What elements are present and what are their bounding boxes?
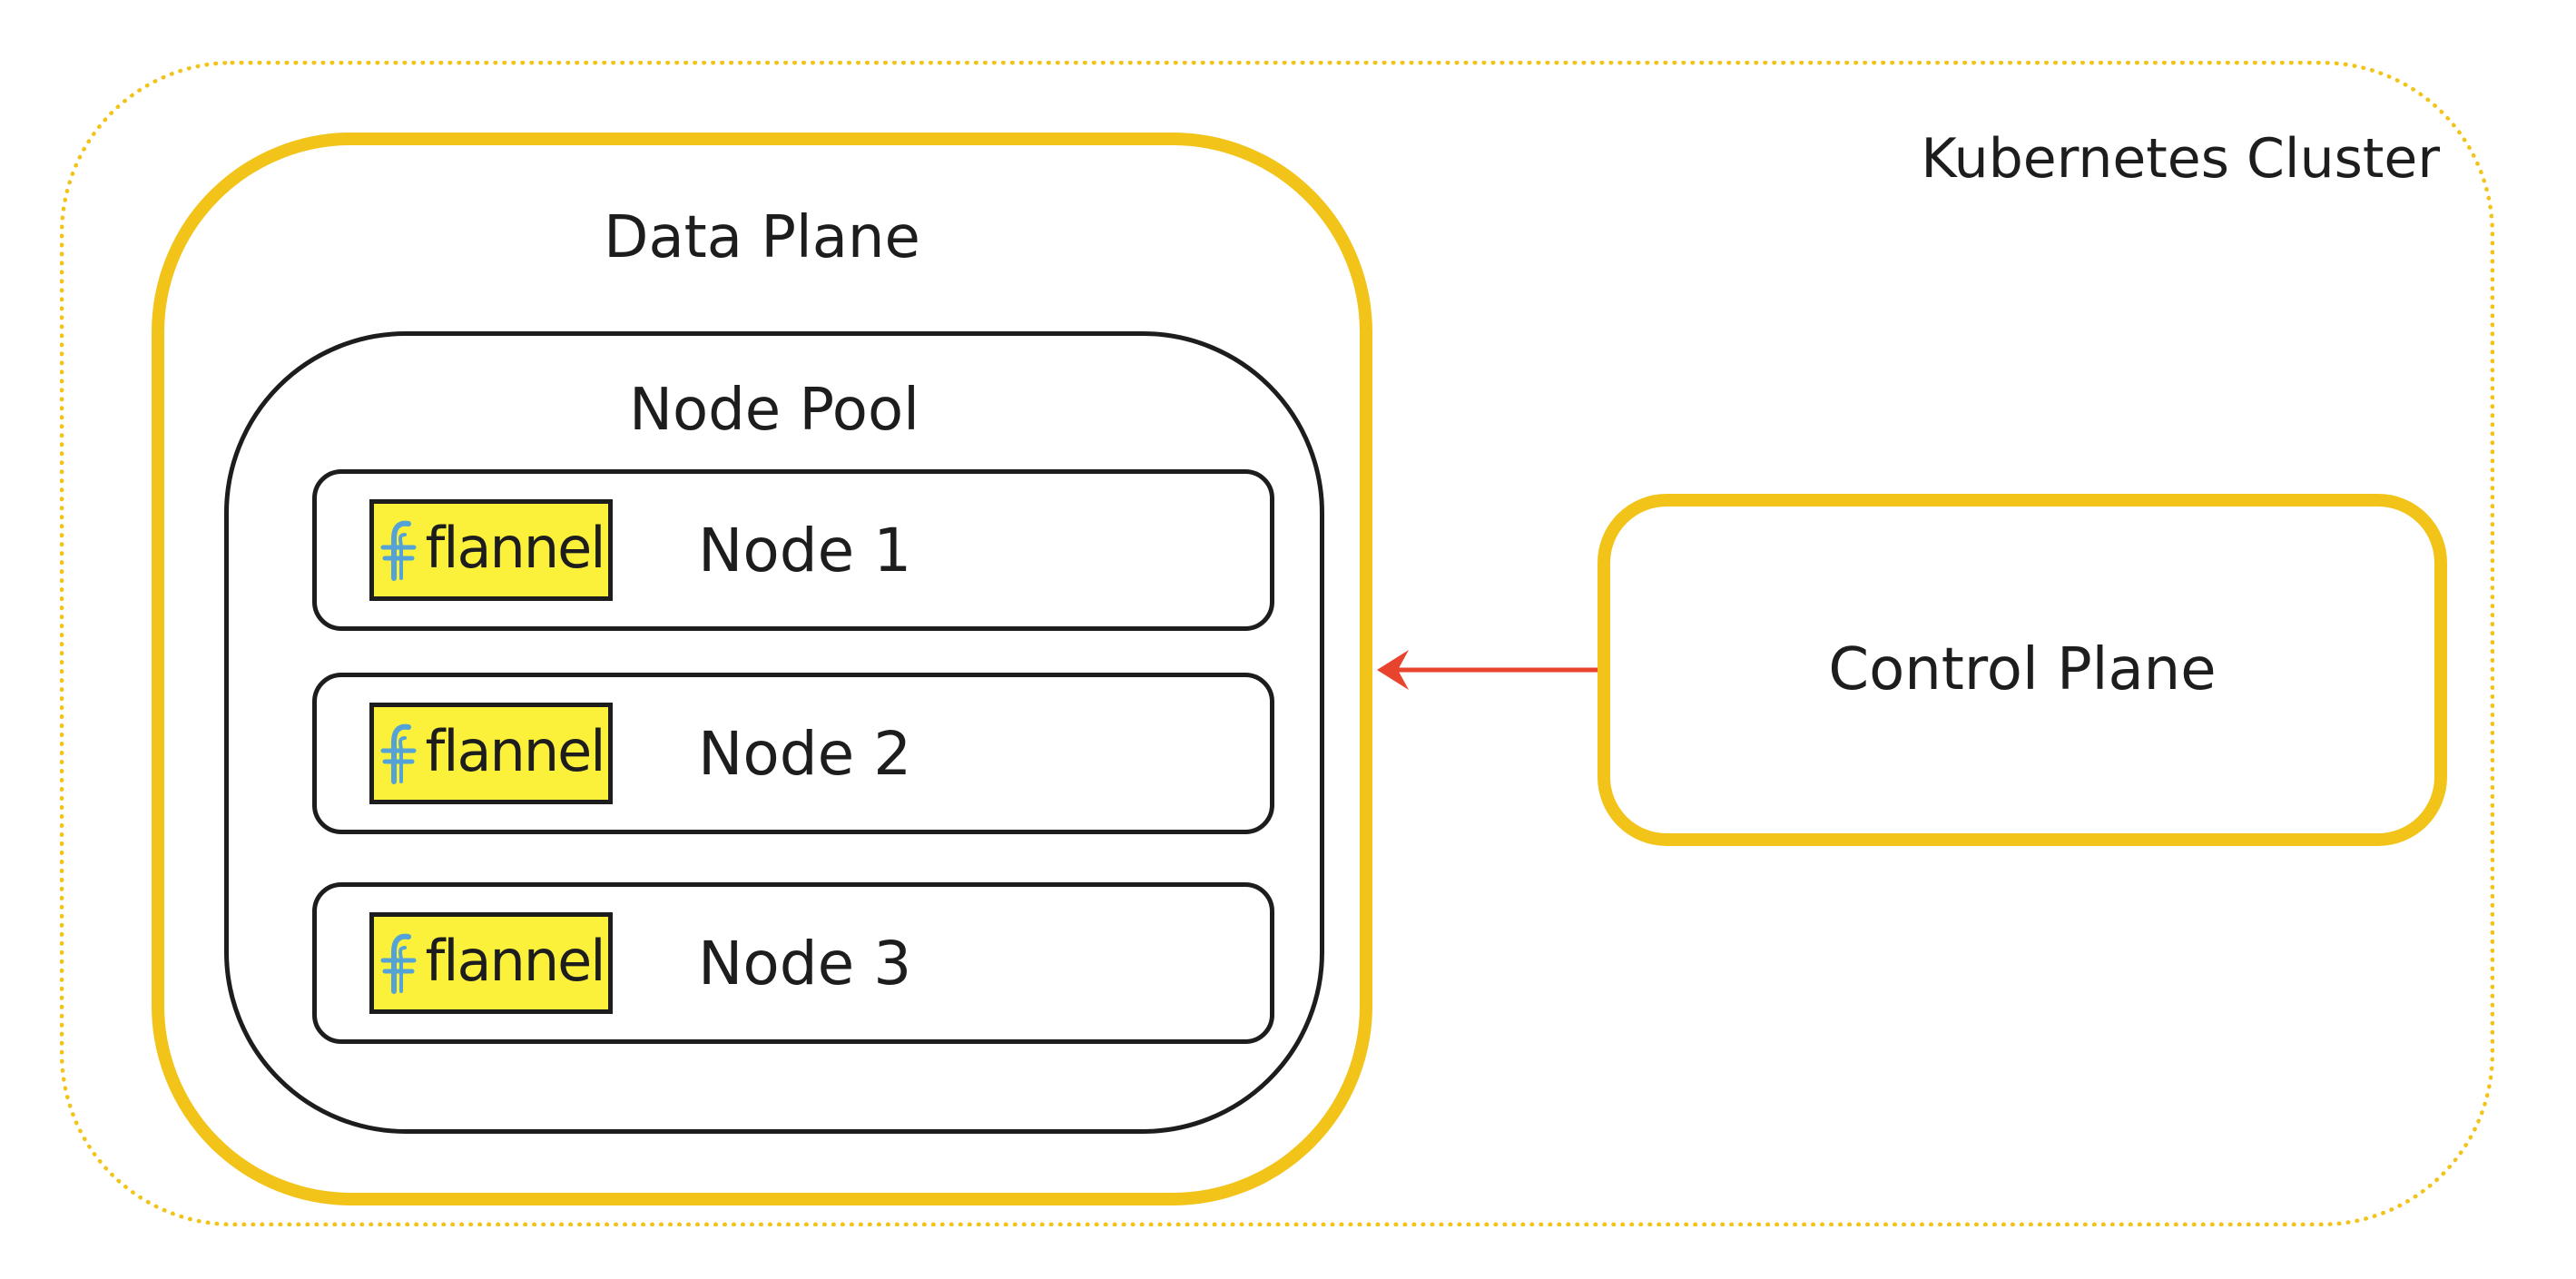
flannel-icon <box>380 723 417 784</box>
node-1: flannel Node 1 <box>312 469 1274 631</box>
control-plane-box: Control Plane <box>1598 494 2447 846</box>
flannel-logo-text: flannel <box>425 928 605 994</box>
node-3: flannel Node 3 <box>312 882 1274 1044</box>
node-2: flannel Node 2 <box>312 673 1274 834</box>
flannel-logo: flannel <box>369 912 613 1014</box>
flannel-logo: flannel <box>369 499 613 601</box>
flannel-logo-text: flannel <box>425 515 605 581</box>
node-pool-title: Node Pool <box>629 377 919 444</box>
control-plane-title: Control Plane <box>1828 636 2217 703</box>
node-label: Node 1 <box>698 515 912 585</box>
flannel-icon <box>380 520 417 581</box>
node-pool-box: Node Pool flannel Node 1 <box>224 331 1324 1134</box>
data-plane-title: Data Plane <box>604 204 920 271</box>
flannel-logo-text: flannel <box>425 718 605 784</box>
kubernetes-cluster-boundary <box>60 61 2494 1226</box>
node-label: Node 2 <box>698 718 912 789</box>
node-label: Node 3 <box>698 928 912 999</box>
cluster-title: Kubernetes Cluster <box>1921 127 2440 191</box>
data-plane-box: Data Plane Node Pool flannel Node 1 <box>152 133 1372 1205</box>
flannel-logo: flannel <box>369 703 613 804</box>
flannel-icon <box>380 933 417 994</box>
